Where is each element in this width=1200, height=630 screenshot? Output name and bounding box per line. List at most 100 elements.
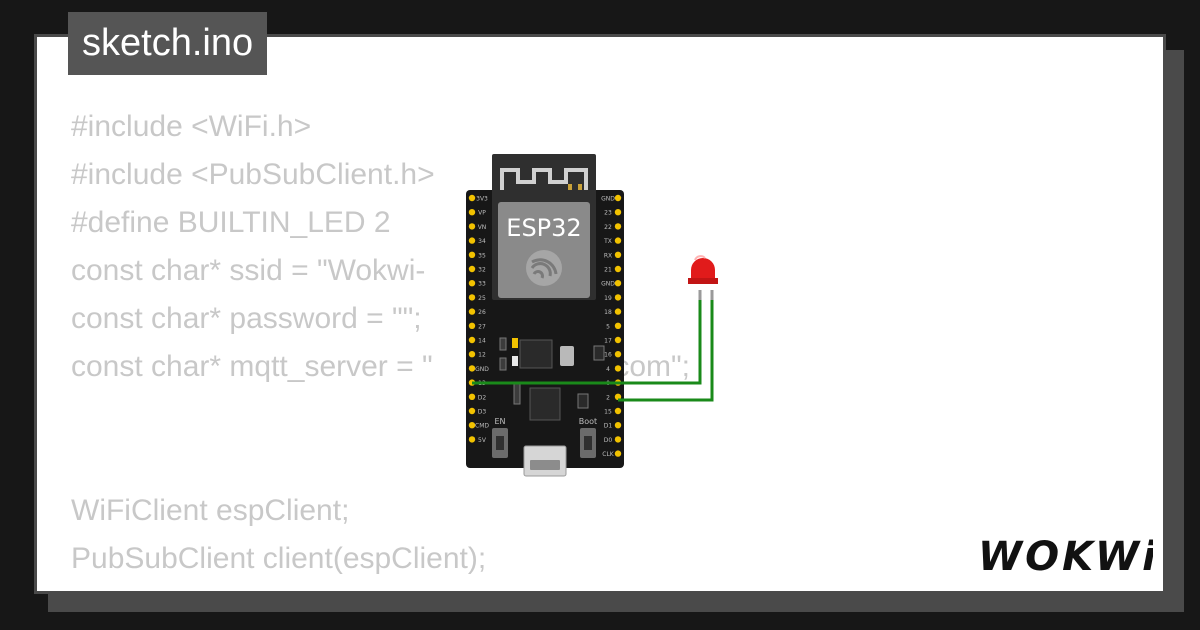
pin-label: D1 bbox=[604, 423, 613, 430]
pin-label: TX bbox=[603, 238, 612, 245]
pin-label: 12 bbox=[478, 352, 486, 359]
pin-label: 32 bbox=[478, 267, 486, 274]
pin-label: 27 bbox=[478, 323, 486, 330]
pin-label: 18 bbox=[604, 309, 612, 316]
pin[interactable] bbox=[468, 251, 476, 258]
resistor bbox=[499, 337, 507, 351]
pin[interactable] bbox=[614, 280, 622, 287]
pin[interactable] bbox=[614, 265, 622, 273]
code-line: #define BUILTIN_LED 2 bbox=[71, 206, 391, 239]
pin[interactable] bbox=[614, 407, 622, 415]
code-line: #include <PubSubClient.h> bbox=[71, 158, 435, 191]
boot-label: Boot bbox=[579, 417, 597, 426]
pin-label: 14 bbox=[478, 338, 486, 345]
pin[interactable] bbox=[468, 294, 476, 301]
pin[interactable] bbox=[614, 237, 622, 244]
pin[interactable] bbox=[614, 308, 622, 315]
pin-label: 23 bbox=[604, 210, 612, 217]
pin[interactable] bbox=[468, 422, 476, 429]
pin[interactable] bbox=[614, 223, 622, 230]
pin-label: 15 bbox=[604, 409, 612, 416]
pin[interactable] bbox=[614, 251, 622, 258]
pin[interactable] bbox=[614, 450, 622, 457]
pin-label: 5 bbox=[606, 323, 610, 330]
pin[interactable] bbox=[614, 294, 622, 301]
pin[interactable] bbox=[614, 422, 622, 429]
pin[interactable] bbox=[468, 237, 476, 244]
pin[interactable] bbox=[468, 351, 476, 358]
left-pin-header bbox=[468, 194, 476, 443]
pin-label: GND bbox=[601, 281, 615, 288]
led-indicator bbox=[512, 338, 518, 348]
pin-label: 2 bbox=[606, 394, 610, 401]
right-pin-header bbox=[614, 194, 622, 457]
pin[interactable] bbox=[614, 436, 622, 443]
transistor bbox=[593, 345, 605, 361]
pin-label: GND bbox=[601, 196, 615, 203]
resistor bbox=[513, 383, 521, 405]
pin-label: D0 bbox=[604, 437, 613, 444]
pin-label: CLK bbox=[602, 451, 615, 458]
circuit-diagram: ESP32 EN Boot 3V3VPVN343532332526271412G… bbox=[466, 154, 718, 477]
pin-label: 17 bbox=[604, 338, 612, 345]
pin-label: D2 bbox=[478, 394, 487, 401]
pin-label: 21 bbox=[604, 267, 612, 274]
pin[interactable] bbox=[468, 322, 476, 329]
pin-label: VP bbox=[478, 210, 486, 217]
pin[interactable] bbox=[614, 209, 622, 216]
pin-label: 16 bbox=[604, 352, 612, 359]
pin[interactable] bbox=[468, 194, 476, 202]
pin[interactable] bbox=[468, 436, 476, 443]
pin-label: RX bbox=[604, 252, 612, 259]
usb-uart-chip bbox=[529, 387, 561, 421]
pin-label: 5V bbox=[478, 437, 487, 444]
pin[interactable] bbox=[468, 265, 476, 273]
code-line: PubSubClient client(espClient); bbox=[71, 542, 487, 575]
code-line: #include <WiFi.h> bbox=[71, 110, 312, 143]
code-line: const char* ssid = "Wokwi- bbox=[71, 254, 426, 287]
pin[interactable] bbox=[614, 351, 622, 358]
pin[interactable] bbox=[468, 393, 476, 400]
red-led[interactable] bbox=[688, 255, 718, 300]
pin-label: GND bbox=[475, 366, 489, 373]
pin-label: 25 bbox=[478, 295, 486, 302]
pin-label: VN bbox=[478, 224, 487, 231]
wokwi-logo-text: WOKWi bbox=[978, 534, 1153, 580]
antenna-trace bbox=[500, 168, 588, 190]
pin[interactable] bbox=[468, 280, 476, 287]
pin-label: 35 bbox=[478, 252, 486, 259]
pin[interactable] bbox=[614, 365, 622, 372]
pin-label: 34 bbox=[478, 238, 486, 245]
wokwi-logo: WOKWi bbox=[978, 534, 1153, 580]
wire-gnd[interactable] bbox=[472, 300, 702, 385]
file-name-tab[interactable]: sketch.ino bbox=[68, 12, 268, 75]
chip-label: ESP32 bbox=[506, 214, 581, 242]
pin[interactable] bbox=[614, 393, 622, 400]
pin-label: 19 bbox=[604, 295, 612, 302]
pin-label: 3V3 bbox=[476, 196, 488, 203]
code-line: WiFiClient espClient; bbox=[71, 494, 350, 527]
antenna-pad bbox=[568, 184, 572, 190]
pin[interactable] bbox=[468, 407, 476, 415]
antenna-pad bbox=[578, 184, 582, 190]
pin[interactable] bbox=[614, 194, 622, 202]
en-label: EN bbox=[494, 417, 505, 426]
pin-label: CMD bbox=[475, 423, 489, 430]
wire-gpio2[interactable] bbox=[618, 300, 714, 402]
espressif-logo bbox=[526, 250, 562, 286]
pin[interactable] bbox=[468, 336, 476, 344]
pin[interactable] bbox=[468, 365, 476, 372]
pin[interactable] bbox=[614, 336, 622, 344]
pin[interactable] bbox=[468, 308, 476, 315]
resistor bbox=[499, 357, 507, 371]
pin[interactable] bbox=[468, 209, 476, 216]
led-indicator bbox=[512, 356, 518, 366]
pin-label: D3 bbox=[478, 409, 487, 416]
pin[interactable] bbox=[614, 322, 622, 329]
pin[interactable] bbox=[468, 223, 476, 230]
pin-label: 26 bbox=[478, 309, 486, 316]
capacitor bbox=[560, 346, 574, 366]
pin-label: 4 bbox=[606, 366, 610, 373]
